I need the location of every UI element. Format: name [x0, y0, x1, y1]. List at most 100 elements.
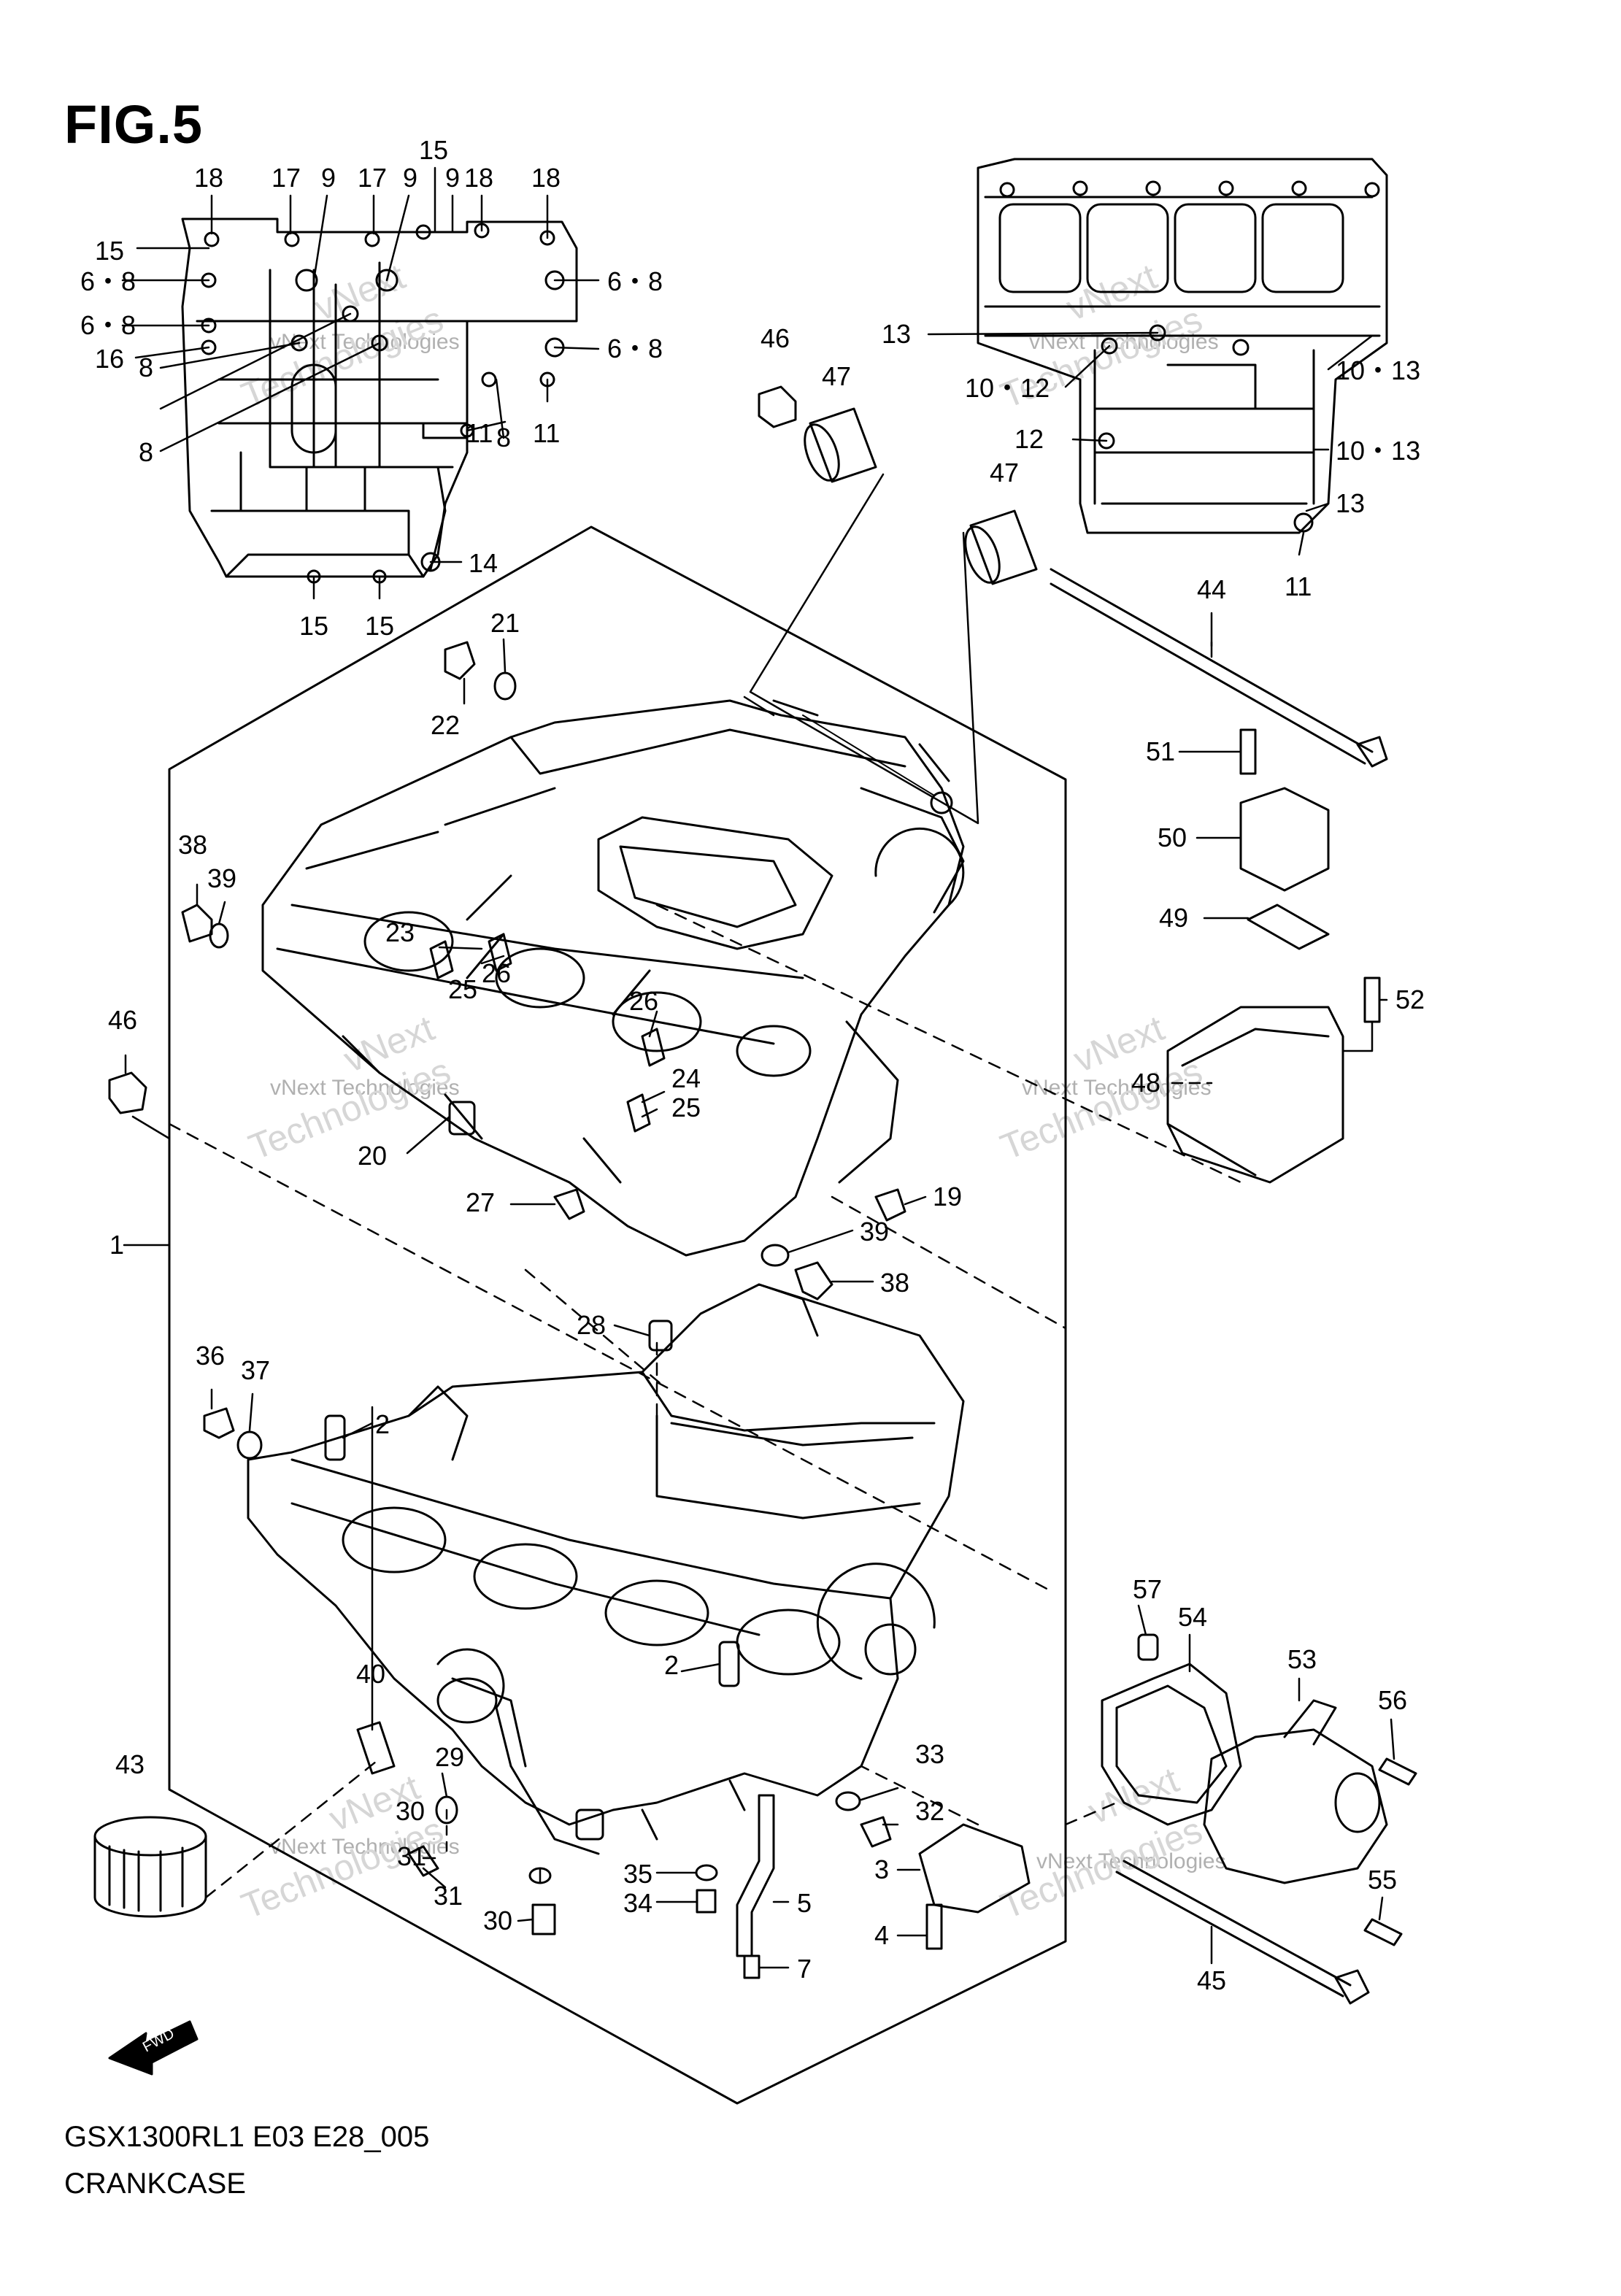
callout-label: 30 — [396, 1796, 425, 1826]
callout-label: 18 — [464, 163, 493, 193]
callout-label: 31 — [434, 1881, 463, 1911]
callout-label: 12 — [1014, 424, 1044, 454]
callout-label: 36 — [196, 1341, 225, 1371]
callout-label: 51 — [1146, 736, 1175, 766]
callout-label: 11 — [1285, 571, 1312, 601]
crankcase-rear-view — [181, 217, 578, 584]
callout-label: 2 — [664, 1650, 679, 1680]
figure-title: FIG.5 — [64, 94, 204, 155]
callout-label: 46 — [761, 323, 790, 353]
callout-label: 10・13 — [1336, 436, 1420, 466]
callout-label: 6・8 — [607, 266, 663, 296]
callout-label: 26 — [629, 986, 658, 1016]
callout-label: 15 — [365, 611, 394, 641]
callout-label: 45 — [1197, 1965, 1226, 1995]
callout-label: 9 — [321, 163, 336, 193]
callout-label: 15 — [299, 611, 328, 641]
section-name: CRANKCASE — [64, 2168, 246, 2200]
callout-label: 35 — [623, 1859, 652, 1889]
callout-label: 9 — [403, 163, 417, 193]
assembly-frame — [168, 525, 1067, 2105]
callout-label: 47 — [822, 361, 851, 391]
callout-label: 52 — [1395, 985, 1425, 1014]
callout-label: 49 — [1159, 903, 1188, 933]
crankcase-front-view — [977, 158, 1388, 534]
callout-label: 53 — [1287, 1644, 1317, 1674]
callout-label: 17 — [358, 163, 387, 193]
callout-label: 2 — [375, 1409, 390, 1439]
callout-label: 10・12 — [965, 373, 1050, 403]
callout-label: 34 — [623, 1888, 652, 1918]
callout-label: 9 — [445, 163, 460, 193]
callout-label: 11 — [466, 418, 493, 448]
callout-label: 4 — [874, 1920, 889, 1950]
callout-label: 43 — [115, 1749, 145, 1779]
callout-label: 50 — [1158, 823, 1187, 852]
callout-label: 15 — [419, 135, 448, 165]
callout-label: 38 — [880, 1268, 909, 1298]
callout-label: 32 — [915, 1796, 944, 1826]
callout-label: 26 — [482, 958, 511, 988]
callout-label: 39 — [860, 1217, 889, 1247]
upper-crankcase — [261, 699, 965, 1257]
callout-label: 31 — [397, 1841, 426, 1871]
callout-labels: 18 17 9 17 9 15 9 18 18 15 6・8 6・8 6・8 6… — [80, 135, 1425, 1995]
lower-crankcase — [247, 1283, 965, 1855]
callout-label: 44 — [1197, 574, 1226, 604]
callout-label: 14 — [469, 548, 498, 578]
callout-label: 40 — [356, 1659, 385, 1689]
callout-label: 21 — [490, 608, 520, 638]
callout-label: 28 — [577, 1310, 606, 1340]
callout-label: 24 — [671, 1063, 701, 1093]
callout-label: 6・8 — [80, 310, 136, 340]
callout-label: 20 — [358, 1141, 387, 1171]
callout-label: 8 — [496, 423, 511, 452]
callout-label: 54 — [1178, 1602, 1207, 1632]
callout-label: 22 — [431, 710, 460, 740]
callout-label: 46 — [108, 1005, 137, 1035]
oil-filter — [93, 1816, 207, 1918]
callout-label: 11 — [533, 418, 560, 448]
fwd-arrow-icon: FWD — [108, 2020, 199, 2076]
callout-label: 18 — [531, 163, 561, 193]
callout-label: 5 — [797, 1888, 812, 1918]
small-parts — [93, 385, 1417, 2005]
callout-label: 18 — [194, 163, 223, 193]
callout-label: 30 — [483, 1906, 512, 1935]
callout-label: 6・8 — [607, 334, 663, 363]
watermark-text: vNext Technologies — [270, 1076, 460, 1100]
callout-label: 15 — [95, 236, 124, 266]
callout-label: 17 — [272, 163, 301, 193]
callout-label: 25 — [448, 974, 477, 1004]
leader-lines — [121, 166, 1395, 1969]
callout-label: 13 — [882, 319, 911, 349]
callout-label: 37 — [241, 1355, 270, 1385]
callout-label: 29 — [435, 1742, 464, 1772]
callout-label: 48 — [1131, 1068, 1160, 1098]
model-code: GSX1300RL1 E03 E28_005 — [64, 2121, 430, 2153]
callout-label: 25 — [671, 1093, 701, 1122]
callout-label: 27 — [466, 1187, 495, 1217]
callout-label: 10・13 — [1336, 355, 1420, 385]
callout-label: 38 — [178, 830, 207, 860]
callout-label: 7 — [797, 1954, 812, 1984]
watermark-text: vNext Technologies — [1022, 1076, 1212, 1100]
callout-label: 39 — [207, 863, 236, 893]
callout-label: 55 — [1368, 1865, 1397, 1895]
watermark-text: vNext Technologies — [1036, 1849, 1226, 1873]
callout-label: 8 — [139, 437, 153, 467]
callout-label: 19 — [933, 1182, 962, 1211]
callout-label: 8 — [139, 353, 153, 382]
callout-label: 6・8 — [80, 266, 136, 296]
callout-label: 3 — [874, 1854, 889, 1884]
callout-label: 56 — [1378, 1685, 1407, 1715]
callout-label: 57 — [1133, 1574, 1162, 1604]
callout-label: 13 — [1336, 488, 1365, 518]
callout-label: 16 — [95, 344, 124, 374]
callout-label: 23 — [385, 917, 415, 947]
callout-label: 47 — [990, 458, 1019, 488]
callout-label: 33 — [915, 1739, 944, 1769]
callout-label: 1 — [109, 1230, 124, 1260]
